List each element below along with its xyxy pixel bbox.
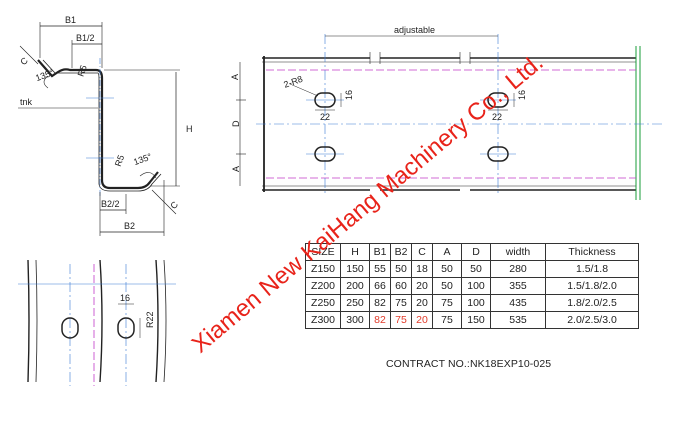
table-cell: 150: [340, 260, 370, 278]
dim-b1: B1: [65, 15, 76, 25]
table-cell: 250: [340, 294, 370, 312]
detail-view: [18, 259, 176, 386]
dim-slot-height: 16: [344, 90, 354, 100]
table-cell: 1.5/1.8/2.0: [545, 277, 639, 295]
slot-top-left: [314, 92, 336, 108]
header-b1: B1: [369, 243, 391, 261]
table-cell: 50: [432, 260, 462, 278]
table-cell-highlight: 20: [411, 311, 433, 329]
table-cell: 50: [432, 277, 462, 295]
dim-angle-top: 135°: [34, 67, 55, 83]
table-cell: 535: [490, 311, 546, 329]
dim-h: H: [186, 124, 193, 134]
dim-slot-width-right: 22: [492, 112, 502, 122]
dim-b2-half: B2/2: [101, 199, 120, 209]
dim-slot-height-right: 16: [517, 90, 527, 100]
header-a: A: [432, 243, 462, 261]
table-cell: 55: [369, 260, 391, 278]
dim-c-bottom: C: [168, 199, 180, 211]
z-profile-section: [18, 22, 180, 236]
dim-a-top: A: [230, 74, 240, 80]
table-row: Z300 300 82 75 20 75 150 535 2.0/2.5/3.0: [305, 311, 639, 329]
table-cell: 20: [411, 277, 433, 295]
table-cell: 75: [432, 294, 462, 312]
table-cell: 18: [411, 260, 433, 278]
table-row: Z250 250 82 75 20 75 100 435 1.8/2.0/2.5: [305, 294, 639, 312]
spec-table: SIZE H B1 B2 C A D width Thickness Z150 …: [305, 243, 639, 329]
table-cell: 1.5/1.8: [545, 260, 639, 278]
slot-bottom-right: [487, 146, 509, 162]
table-cell: Z250: [305, 294, 341, 312]
header-b2: B2: [390, 243, 412, 261]
dim-a-bottom: A: [231, 166, 241, 172]
table-cell: 50: [390, 260, 412, 278]
dim-thickness: tnk: [20, 97, 33, 107]
slot-top-right: [487, 92, 509, 108]
table-cell-highlight: 82: [369, 311, 391, 329]
table-cell: 280: [490, 260, 546, 278]
table-cell: 2.0/2.5/3.0: [545, 311, 639, 329]
table-cell-highlight: 75: [390, 311, 412, 329]
table-cell: 355: [490, 277, 546, 295]
detail-slot-right: [117, 317, 135, 339]
table-row: Z150 150 55 50 18 50 50 280 1.5/1.8: [305, 260, 639, 278]
table-cell: 100: [461, 277, 491, 295]
detail-slot-left: [61, 317, 79, 339]
header-d: D: [461, 243, 491, 261]
table-cell: 435: [490, 294, 546, 312]
z-profile-outline: [37, 59, 159, 190]
detail-dim-slot-width: R22: [145, 311, 155, 328]
dim-radius-bottom: R5: [113, 154, 126, 168]
detail-dim-slot-length: 16: [120, 293, 130, 303]
dim-d: D: [231, 120, 241, 127]
table-cell: 20: [411, 294, 433, 312]
dim-b2: B2: [124, 221, 135, 231]
dim-b1-half: B1/2: [76, 33, 95, 43]
table-cell: 82: [369, 294, 391, 312]
dim-slot-radius: 2-R8: [282, 74, 304, 90]
table-cell: 60: [390, 277, 412, 295]
table-cell: Z300: [305, 311, 341, 329]
table-cell: 75: [390, 294, 412, 312]
table-cell: 150: [461, 311, 491, 329]
table-cell: 300: [340, 311, 370, 329]
table-cell: 200: [340, 277, 370, 295]
dim-angle-bottom: 135°: [132, 151, 153, 167]
plan-view: [236, 34, 664, 200]
header-width: width: [490, 243, 546, 261]
table-cell: 50: [461, 260, 491, 278]
table-cell: Z200: [305, 277, 341, 295]
table-cell: 100: [461, 294, 491, 312]
table-cell: 75: [432, 311, 462, 329]
table-cell: 1.8/2.0/2.5: [545, 294, 639, 312]
slot-bottom-left: [314, 146, 336, 162]
header-c: C: [411, 243, 433, 261]
contract-number: CONTRACT NO.:NK18EXP10-025: [386, 358, 552, 370]
table-cell: 66: [369, 277, 391, 295]
header-thickness: Thickness: [545, 243, 639, 261]
z-profile-inner: [42, 59, 162, 192]
dim-slot-width: 22: [320, 112, 330, 122]
header-h: H: [340, 243, 370, 261]
dim-c-top: C: [18, 55, 30, 67]
dim-adjustable: adjustable: [394, 25, 435, 35]
dim-radius-top: R5: [76, 64, 89, 78]
spec-table-header: SIZE H B1 B2 C A D width Thickness: [305, 243, 639, 261]
table-row: Z200 200 66 60 20 50 100 355 1.5/1.8/2.0: [305, 277, 639, 295]
